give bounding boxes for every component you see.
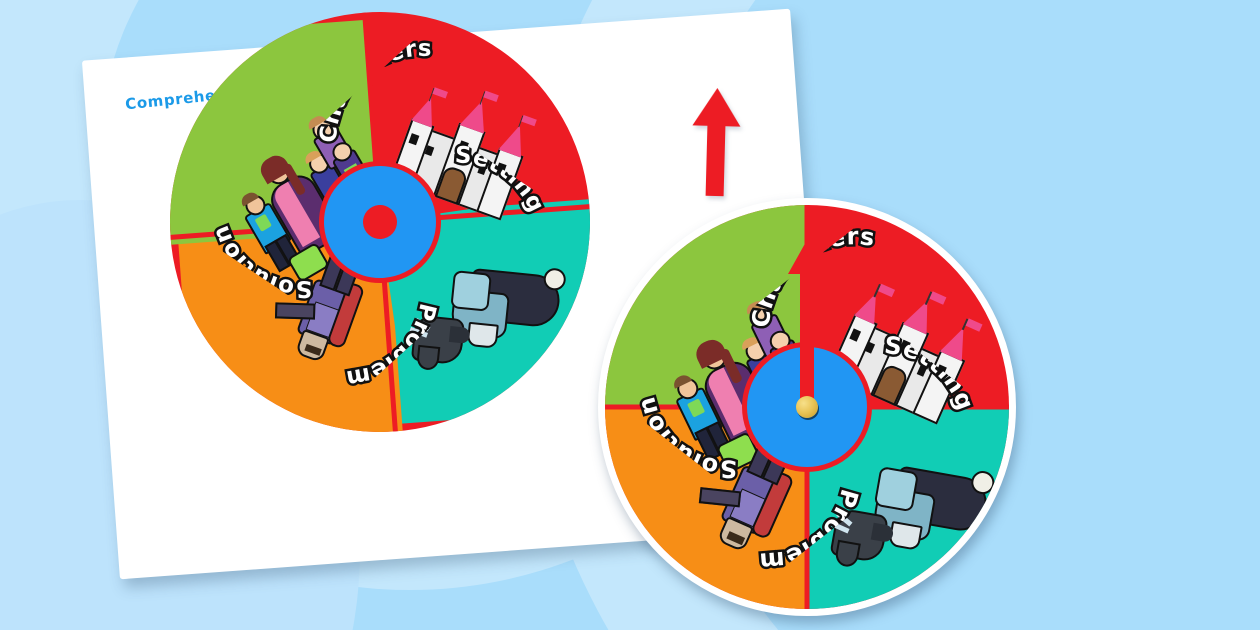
cut-out-spinner-arrow[interactable] [689,85,744,198]
spinner-disc [155,0,605,447]
arrow-shape [692,88,741,197]
arrow-shape [788,240,826,415]
spinner-hub-dot [361,203,399,241]
cut-out-story-spinner[interactable]: Characters Setting Solution [598,192,1016,616]
split-pin-fastener[interactable] [796,396,818,418]
printed-story-spinner: Characters Setting Solution [155,0,605,447]
spinner-arrow[interactable] [787,240,827,415]
